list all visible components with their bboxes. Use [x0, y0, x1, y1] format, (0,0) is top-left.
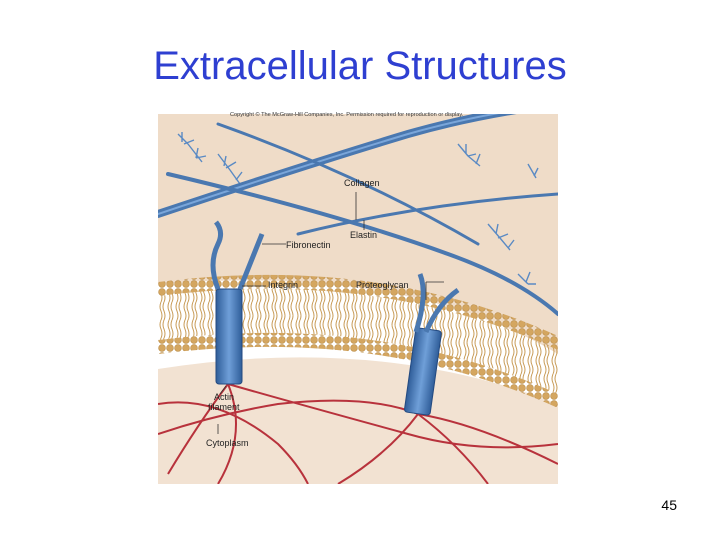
extracellular-matrix-illustration: Copyright © The McGraw-Hill Companies, I… [158, 104, 558, 484]
label-fibronectin: Fibronectin [286, 240, 331, 250]
label-elastin: Elastin [350, 230, 377, 240]
label-collagen: Collagen [344, 178, 380, 188]
page-number: 45 [661, 497, 677, 513]
slide-title: Extracellular Structures [0, 44, 720, 89]
extracellular-matrix-figure: Copyright © The McGraw-Hill Companies, I… [158, 104, 558, 484]
label-integrin: Integrin [268, 280, 298, 290]
label-cytoplasm: Cytoplasm [206, 438, 249, 448]
label-actin-line2: filament [208, 402, 240, 412]
label-proteoglycan: Proteoglycan [356, 280, 409, 290]
label-actin-line1: Actin [214, 392, 234, 402]
copyright-notice: Copyright © The McGraw-Hill Companies, I… [230, 111, 464, 118]
